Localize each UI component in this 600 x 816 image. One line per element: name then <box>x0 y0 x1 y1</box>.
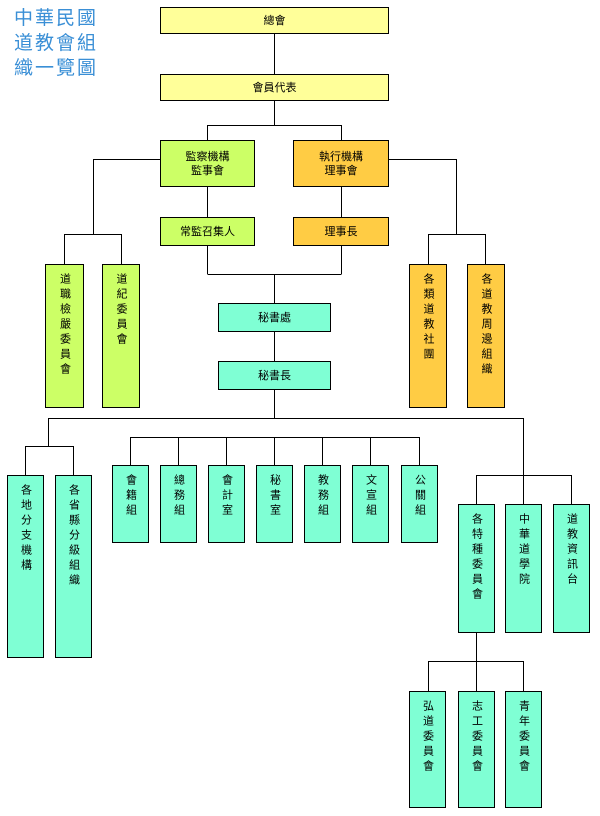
propagation-committee-box: 弘道委員會 <box>409 691 446 808</box>
general-affairs-group-box: 總務組 <box>160 465 197 543</box>
discipline-committee-box: 道職檢嚴委員會 <box>45 264 84 408</box>
general-assembly-label: 總會 <box>263 13 286 27</box>
chairman-box: 理事長 <box>293 217 389 246</box>
title-line-1: 中華民國 <box>14 7 99 29</box>
public-relations-group-box: 公關組 <box>401 465 438 543</box>
executive-label: 執行機構 理事會 <box>319 149 363 177</box>
peripheral-orgs-box: 各道教周邊組織 <box>467 264 505 408</box>
youth-committee-label: 青年委員會 <box>517 700 531 775</box>
taoist-info-platform-box: 道教資訊台 <box>553 504 590 633</box>
taoist-academy-box: 中華道學院 <box>505 504 542 633</box>
standing-supervisor-label: 常監召集人 <box>180 224 235 238</box>
supervisors-label: 監察機構 監事會 <box>185 149 230 177</box>
taoist-societies-box: 各類道教社團 <box>409 264 447 408</box>
youth-committee-box: 青年委員會 <box>505 691 542 808</box>
membership-group-box: 會籍組 <box>112 465 149 543</box>
public-relations-group-label: 公關組 <box>413 474 427 519</box>
member-representatives-label: 會員代表 <box>252 80 297 94</box>
membership-group-label: 會籍組 <box>124 474 138 519</box>
member-representatives-box: 會員代表 <box>160 74 389 101</box>
provincial-orgs-box: 各省縣分級組織 <box>55 475 92 658</box>
supervisors-box: 監察機構 監事會 <box>160 140 255 187</box>
general-assembly-box: 總會 <box>160 7 389 34</box>
general-affairs-group-label: 總務組 <box>172 474 186 519</box>
discipline-committee-label: 道職檢嚴委員會 <box>58 273 72 378</box>
secretary-general-box: 秘書長 <box>218 361 331 390</box>
taoist-academy-label: 中華道學院 <box>517 513 531 588</box>
volunteer-committee-label: 志工委員會 <box>470 700 484 775</box>
provincial-orgs-label: 各省縣分級組織 <box>67 484 81 589</box>
secretary-office-box: 秘書室 <box>256 465 293 543</box>
peripheral-orgs-label: 各道教周邊組織 <box>480 273 493 378</box>
chairman-label: 理事長 <box>324 224 358 238</box>
taoist-discipline-committee-box: 道紀委員會 <box>102 264 140 408</box>
documents-group-label: 文宣組 <box>364 474 378 519</box>
special-committees-label: 各特種委員會 <box>470 513 484 603</box>
local-branches-box: 各地分支機構 <box>7 475 44 658</box>
volunteer-committee-box: 志工委員會 <box>458 691 495 808</box>
local-branches-label: 各地分支機構 <box>19 484 33 574</box>
secretariat-box: 秘書處 <box>218 303 331 332</box>
propagation-committee-label: 弘道委員會 <box>421 700 435 775</box>
documents-group-box: 文宣組 <box>352 465 389 543</box>
taoist-societies-label: 各類道教社團 <box>422 273 435 363</box>
religious-affairs-group-label: 教務組 <box>316 474 330 519</box>
secretary-general-label: 秘書長 <box>258 368 291 382</box>
secretariat-label: 秘書處 <box>258 310 291 324</box>
taoist-info-platform-label: 道教資訊台 <box>565 513 579 588</box>
accounting-office-box: 會計室 <box>208 465 245 543</box>
accounting-office-label: 會計室 <box>220 474 234 519</box>
standing-supervisor-box: 常監召集人 <box>160 217 255 246</box>
title-line-2: 道教會組 <box>14 32 99 54</box>
executive-box: 執行機構 理事會 <box>293 140 389 187</box>
taoist-discipline-committee-label: 道紀委員會 <box>115 273 128 348</box>
special-committees-box: 各特種委員會 <box>458 504 495 633</box>
secretary-office-label: 秘書室 <box>268 474 282 519</box>
title-line-3: 織一覽圖 <box>14 57 99 79</box>
religious-affairs-group-box: 教務組 <box>304 465 341 543</box>
chart-title: 中華民國 道教會組 織一覽圖 <box>14 6 114 81</box>
